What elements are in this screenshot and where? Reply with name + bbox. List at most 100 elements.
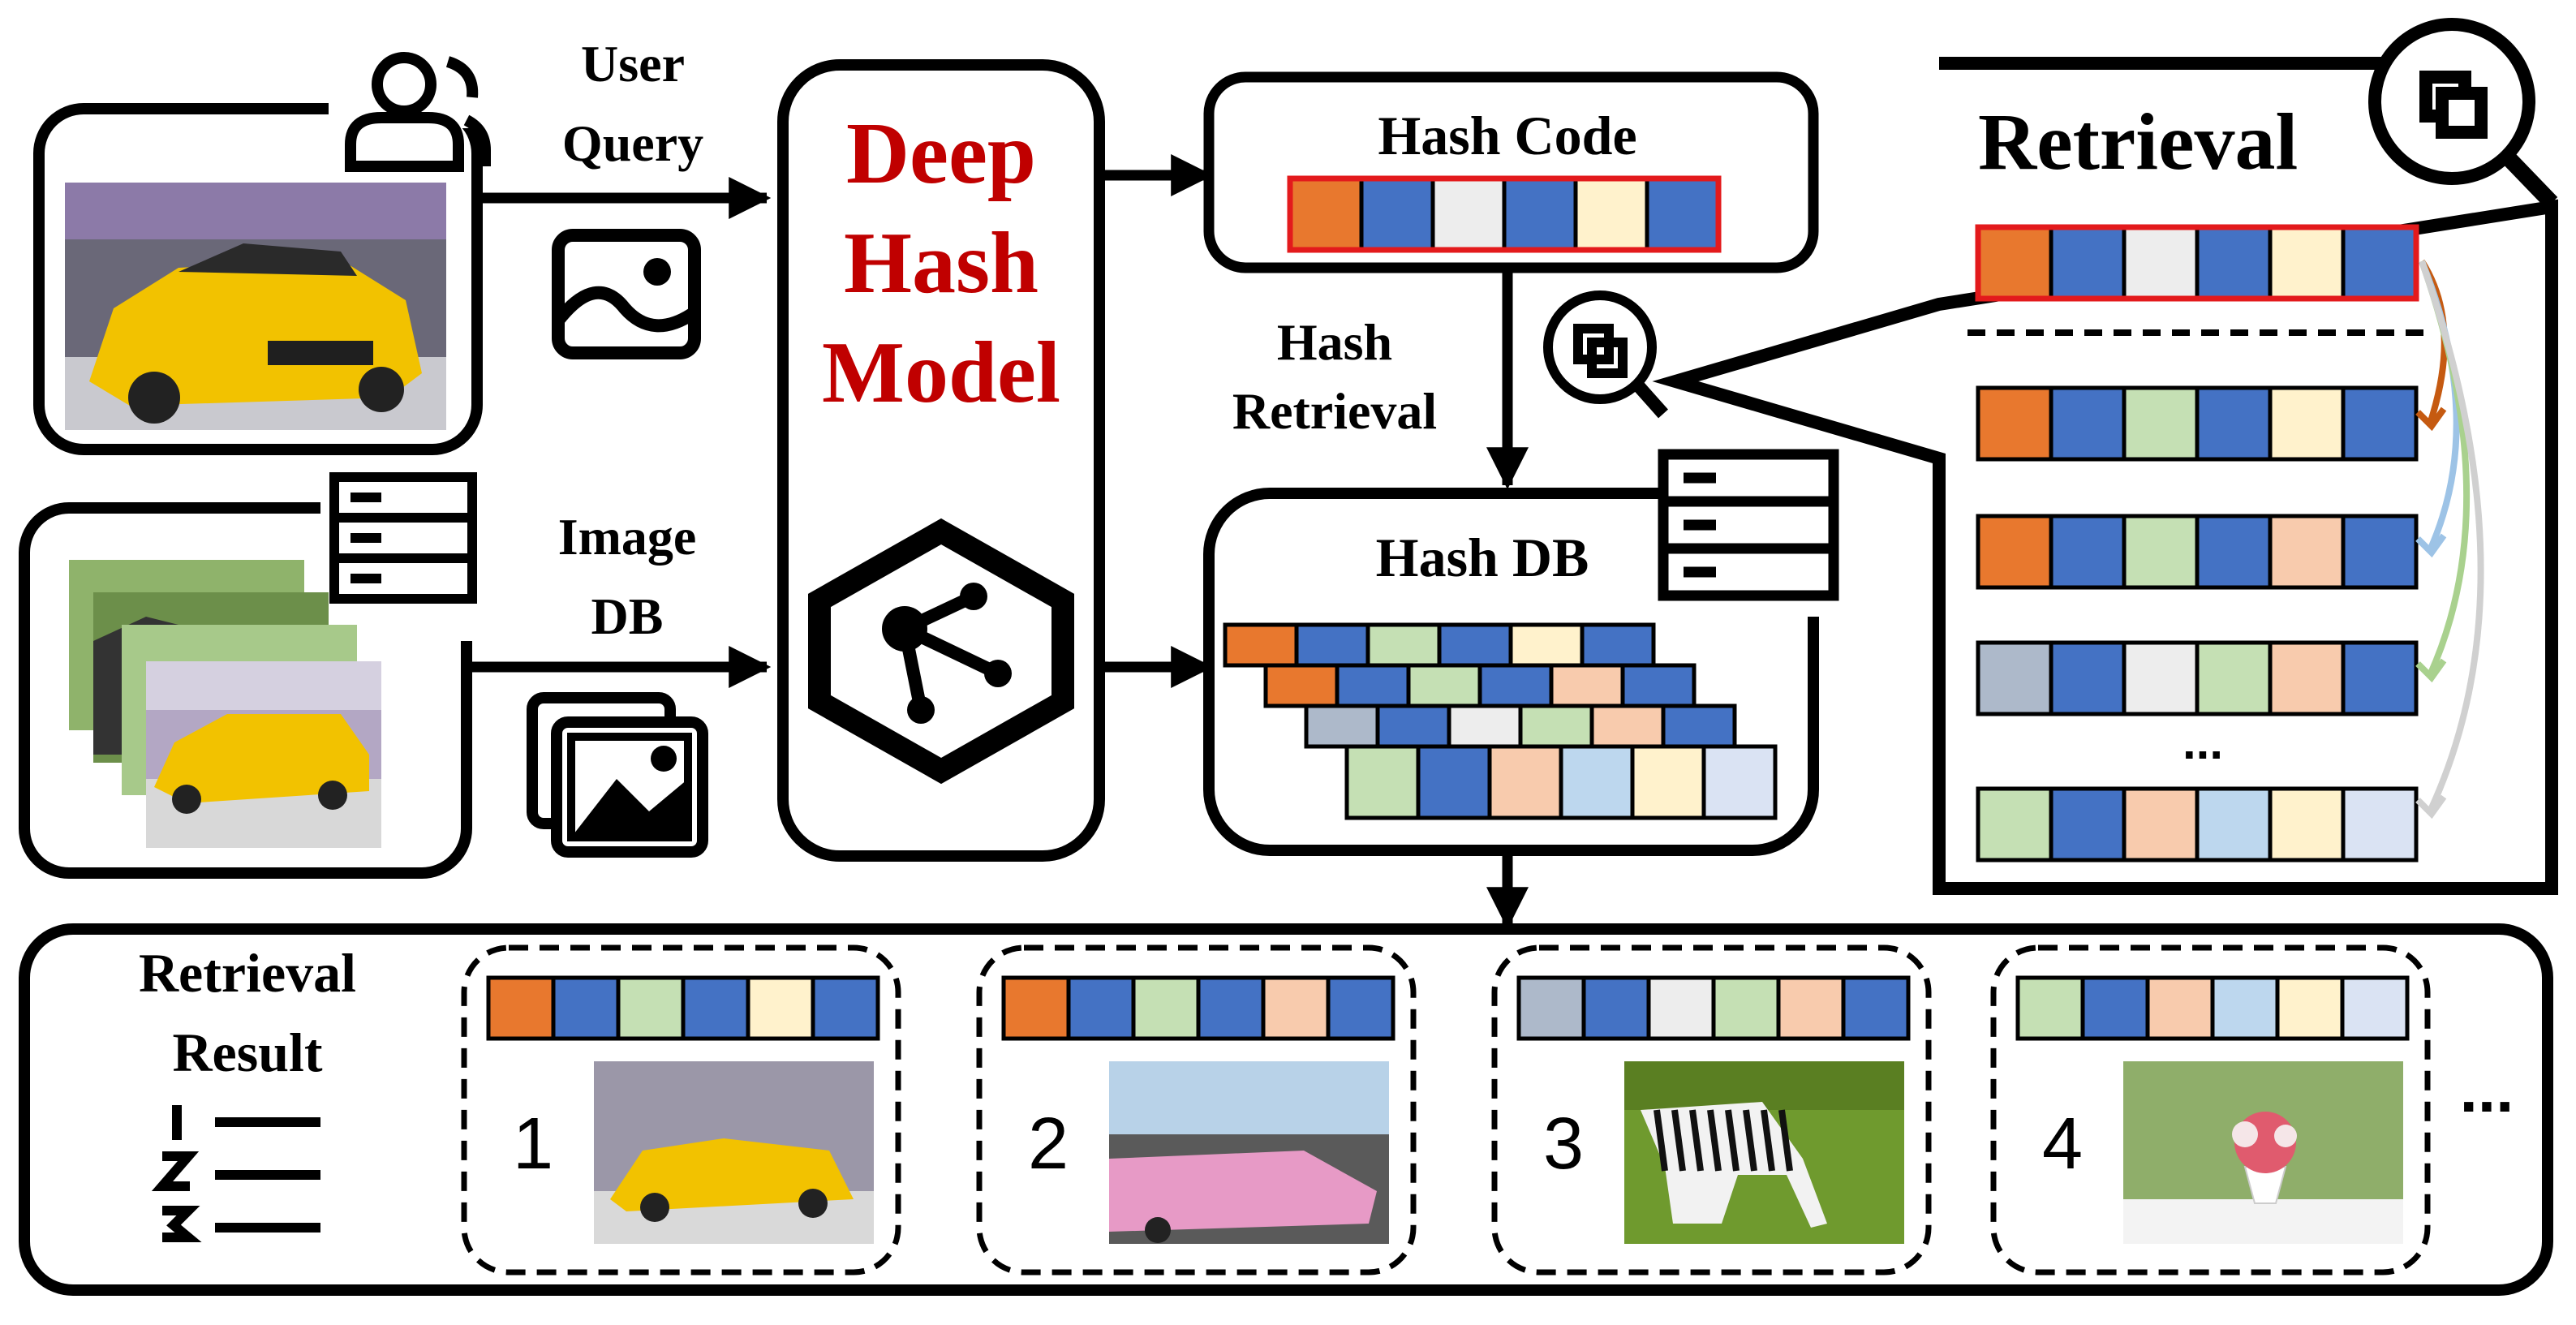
hash-bit-cell: [1406, 663, 1482, 708]
hash-retrieval-label: Hash Retrieval: [1232, 313, 1437, 440]
hash-bit-cell: [1416, 744, 1492, 820]
image-db-line1: Image: [558, 508, 697, 566]
hash-bit-cell: [1261, 975, 1331, 1041]
hash-bit-cell: [1580, 622, 1656, 668]
hash-bit-cell: [2195, 385, 2273, 462]
hash-bit-cell: [2275, 975, 2345, 1041]
hash-code-outline: [1287, 175, 1722, 253]
hash-bit-cell: [1263, 663, 1340, 708]
result-cards: 1 2 3 4: [461, 944, 2431, 1276]
hash-bit-cell: [2122, 640, 2200, 716]
hash-bit-cell: [2049, 786, 2127, 863]
hash-bit-cell: [1573, 176, 1649, 252]
db-hash-code: [1344, 744, 1778, 820]
model-title-line3: Model: [822, 325, 1060, 421]
hash-bit-cell: [2195, 514, 2273, 590]
hash-bit-cell: [1701, 744, 1778, 820]
hash-code-title: Hash Code: [1378, 105, 1636, 166]
hash-bit-cell: [2049, 640, 2127, 716]
network-hexagon-icon: [808, 518, 1074, 785]
result-card-border: [461, 944, 901, 1276]
result-card-border: [976, 944, 1417, 1276]
db-hash-code: [1304, 703, 1737, 749]
user-query-line2: Query: [562, 114, 703, 172]
result-card[interactable]: 1: [461, 944, 901, 1276]
db-hash-code: [1223, 622, 1656, 668]
hash-code-outline: [1975, 224, 2419, 302]
hash-bit-cell: [2049, 225, 2127, 301]
hash-bit-cell: [616, 975, 686, 1041]
result-hash-code: [486, 975, 880, 1041]
image-db-line2: DB: [591, 587, 664, 645]
hash-bit-cell: [1344, 744, 1421, 820]
retrieval-list-ellipsis: ...: [2183, 715, 2223, 769]
arc-rank4: [2419, 260, 2484, 813]
hash-bit-cell: [1447, 703, 1523, 749]
hash-bit-cell: [2268, 385, 2346, 462]
hash-bit-cell: [2080, 975, 2150, 1041]
retrieval-code-list: [1975, 224, 2419, 863]
hash-db-title: Hash DB: [1376, 527, 1589, 588]
hash-bit-cell: [1477, 663, 1554, 708]
images-stack-icon: [527, 692, 708, 858]
result-hash-code: [2015, 975, 2410, 1041]
hash-bit-cell: [2341, 514, 2419, 590]
hash-bit-cell: [1516, 975, 1586, 1041]
retrieval-candidate-code: [1976, 786, 2419, 863]
result-thumbnail: [2123, 1061, 2403, 1244]
hash-bit-cell: [1487, 744, 1563, 820]
hash-bit-cell: [1131, 975, 1201, 1041]
hash-bit-cell: [1630, 744, 1706, 820]
hash-bit-cell: [2049, 514, 2127, 590]
similarity-arcs: [2415, 259, 2484, 820]
hash-bit-cell: [2341, 385, 2419, 462]
hash-bit-cell: [2340, 975, 2410, 1041]
hash-bit-cell: [746, 975, 815, 1041]
result-card[interactable]: 3: [1491, 944, 1932, 1276]
hash-bit-cell: [1620, 663, 1697, 708]
hash-bit-cell: [1976, 786, 2053, 863]
result-thumbnail: [594, 1061, 874, 1244]
retrieval-query-code: [1975, 224, 2419, 302]
user-icon: [345, 52, 491, 172]
result-hash-code: [1516, 975, 1911, 1041]
hash-bit-cell: [1196, 975, 1266, 1041]
hash-bit-cell: [2195, 225, 2273, 301]
hash-bit-cell: [1359, 176, 1435, 252]
hash-bit-cell: [811, 975, 880, 1041]
hash-bit-cell: [2268, 514, 2346, 590]
result-rank: 3: [1543, 1103, 1584, 1185]
hash-retrieval-line1: Hash: [1277, 313, 1392, 371]
hash-bit-cell: [1365, 622, 1442, 668]
hash-bit-cell: [2210, 975, 2280, 1041]
hash-bit-cell: [1976, 640, 2053, 716]
hash-bit-cell: [1711, 975, 1781, 1041]
result-rank: 2: [1028, 1103, 1069, 1185]
results-ellipsis: ...: [2460, 1053, 2514, 1125]
hash-bit-cell: [2341, 640, 2419, 716]
hash-bit-cell: [2341, 786, 2419, 863]
hash-bit-cell: [1304, 703, 1380, 749]
hash-code-bar: [1287, 175, 1722, 253]
hash-bit-cell: [1589, 703, 1666, 749]
hash-bit-cell: [2015, 975, 2085, 1041]
hash-bit-cell: [1508, 622, 1585, 668]
search-copy-icon: [2368, 18, 2558, 209]
result-card[interactable]: 2: [976, 944, 1417, 1276]
user-query-label: User Query: [562, 35, 703, 172]
hash-bit-cell: [1326, 975, 1396, 1041]
query-photo: [65, 183, 446, 430]
hash-bit-cell: [2122, 225, 2200, 301]
hash-db-codes: [1223, 622, 1778, 820]
hash-bit-cell: [1776, 975, 1846, 1041]
result-card[interactable]: 4: [1990, 944, 2431, 1276]
hash-code-box: Hash Code: [1203, 71, 1819, 273]
hash-bit-cell: [2195, 640, 2273, 716]
hash-bit-cell: [2049, 385, 2127, 462]
hash-bit-cell: [1518, 703, 1594, 749]
image-icon: [552, 229, 701, 359]
database-icon: [329, 472, 477, 604]
hash-bit-cell: [1294, 622, 1370, 668]
